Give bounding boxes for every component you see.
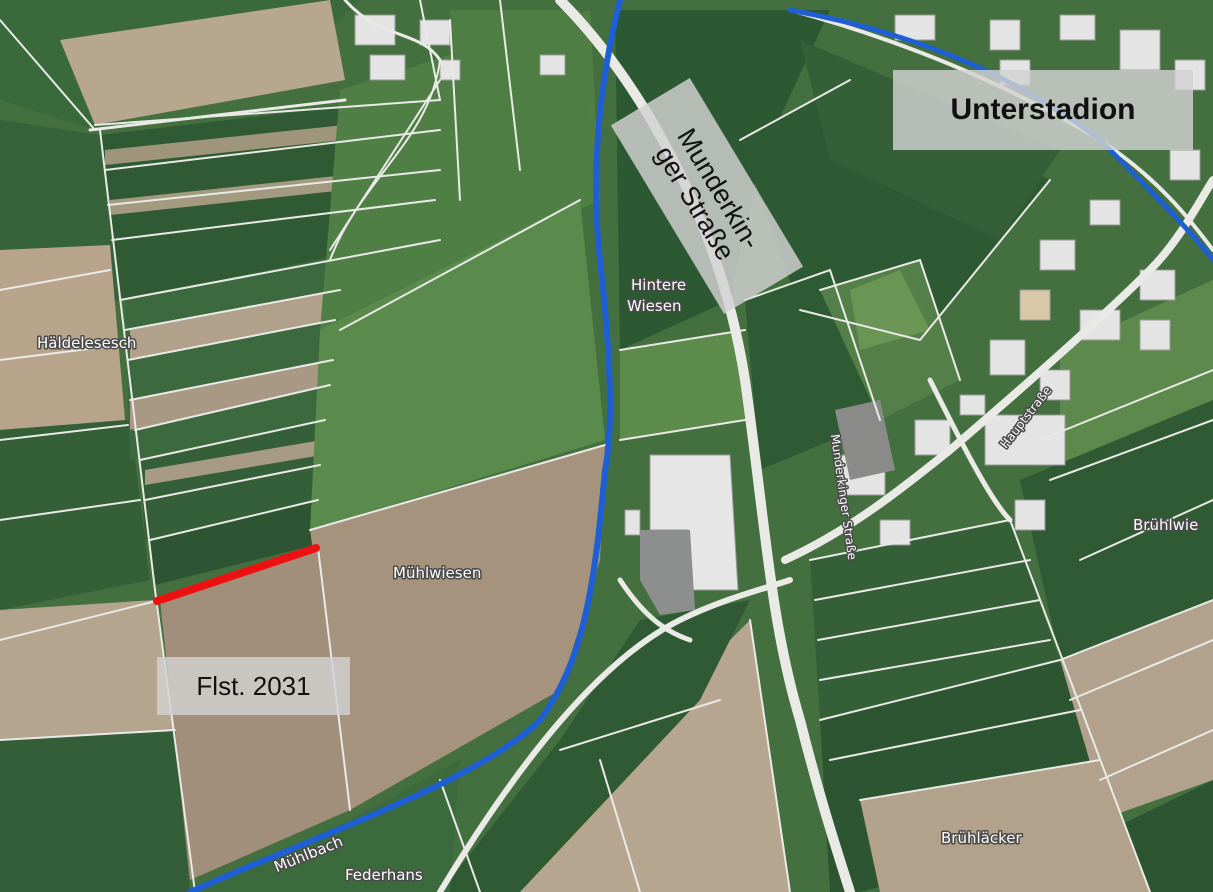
parking-lot <box>640 530 695 615</box>
town-label-unterstadion: Unterstadion <box>893 70 1193 150</box>
access-road <box>617 577 693 643</box>
place-label-bruehlaecker: Brühläcker <box>941 829 1022 847</box>
muehlbach-creek <box>187 0 623 892</box>
farm-track-2 <box>88 98 347 132</box>
parcel-boundary-line[interactable] <box>153 544 320 605</box>
farm-track <box>343 0 442 62</box>
village-street <box>927 377 1013 523</box>
west-link-road <box>437 577 793 892</box>
parcel-label-text: Flst. 2031 <box>196 670 311 701</box>
town-label-text: Unterstadion <box>950 93 1136 126</box>
place-label-hintere-wiesen-line2: Wiesen <box>627 297 681 315</box>
parcel-label-flst-2031: Flst. 2031 <box>157 657 350 715</box>
place-label-federhans: Federhans <box>345 866 423 884</box>
hauptstrasse-road <box>781 176 1213 564</box>
place-label-bruehlwie: Brühlwie <box>1133 516 1198 534</box>
place-label-hintere-wiesen-line1: Hintere <box>631 276 686 294</box>
village-buildings <box>354 14 1206 591</box>
place-label-haeldelesesch: Häldelesesch <box>37 334 136 352</box>
place-label-muehlwiesen: Mühlwiesen <box>393 564 481 582</box>
